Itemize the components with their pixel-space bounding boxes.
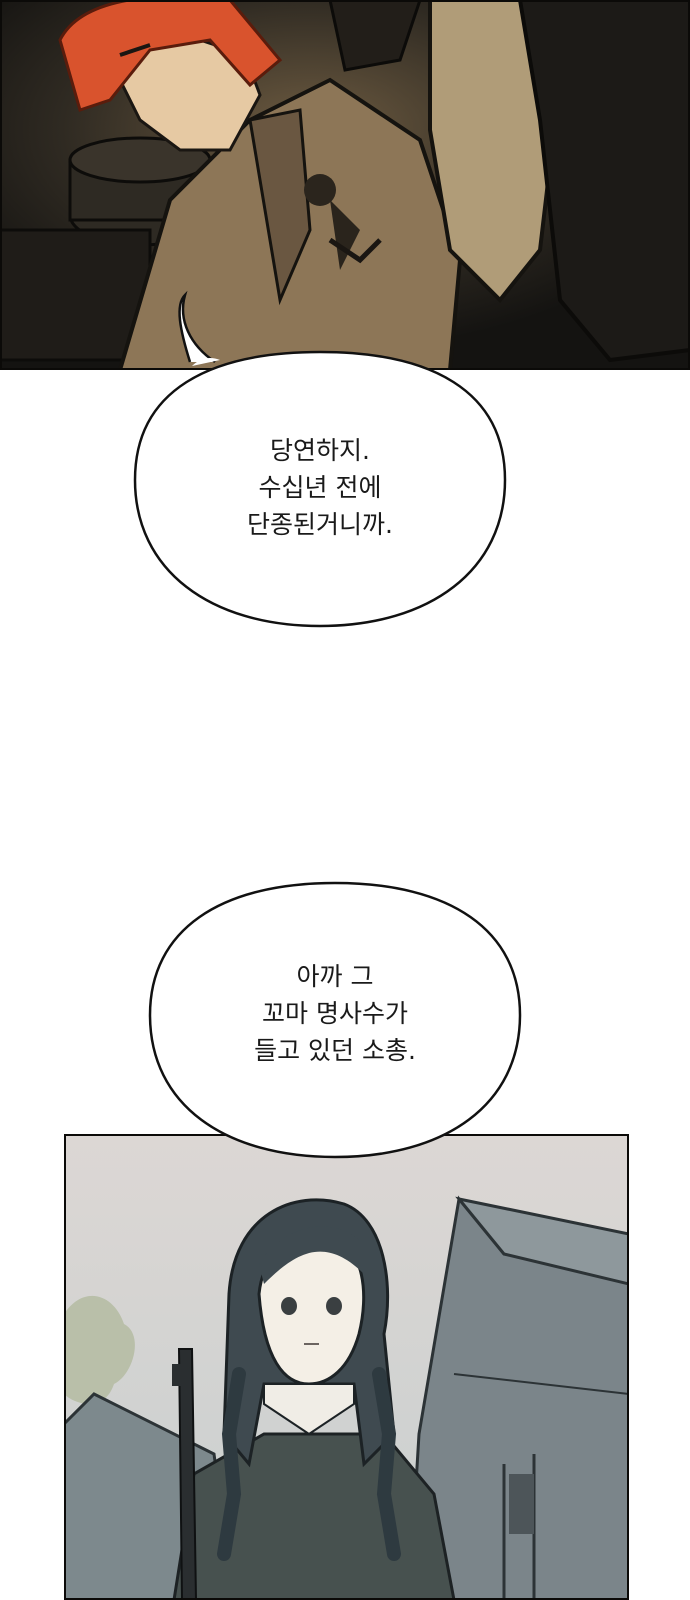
- speech-bubble-1-text: 당연하지. 수십년 전에 단종된거니까.: [130, 432, 510, 543]
- bubble-2-line-2: 꼬마 명사수가: [262, 999, 408, 1028]
- bubble-1-line-2: 수십년 전에: [258, 473, 382, 502]
- foliage-drawing: [64, 1295, 135, 1404]
- speech-bubble-tail: [178, 290, 216, 364]
- braid-right: [372, 1367, 401, 1561]
- rifle-drawing: [177, 1348, 198, 1600]
- bubble-2-line-1: 아까 그: [296, 962, 374, 991]
- bubble-1-line-3: 단종된거니까.: [247, 510, 393, 539]
- bubble-2-line-3: 들고 있던 소총.: [254, 1036, 416, 1065]
- top-comic-panel: [0, 0, 690, 370]
- braid-left: [217, 1367, 246, 1561]
- speech-bubble-2: 아까 그 꼬마 명사수가 들고 있던 소총.: [145, 880, 525, 1160]
- bottom-comic-panel: [64, 1134, 629, 1600]
- bubble-1-line-1: 당연하지.: [270, 436, 370, 465]
- red-hair-drawing: [58, 0, 283, 112]
- speech-bubble-2-text: 아까 그 꼬마 명사수가 들고 있던 소총.: [145, 958, 525, 1069]
- speech-bubble-1: 당연하지. 수십년 전에 단종된거니까.: [130, 290, 510, 630]
